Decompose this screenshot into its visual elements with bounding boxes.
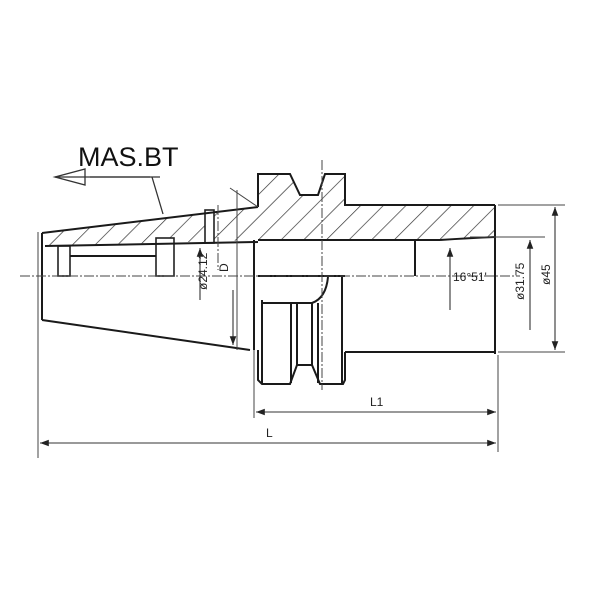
centerlines (20, 160, 520, 390)
bore-diameter-label: ø24.12 (196, 252, 210, 290)
shank-diameter-label: D (217, 263, 231, 272)
outer-diameter-label: ø45 (539, 264, 553, 285)
title-leader-arrow (52, 168, 164, 215)
upper-hatched-section (45, 174, 495, 246)
inner-diameter-label: ø31.75 (513, 262, 527, 300)
dimension-lines (40, 207, 559, 447)
holder-outline (41, 173, 496, 385)
length-l-label: L (266, 426, 273, 440)
taper-angle-label: 16°51' (453, 270, 487, 284)
drawing-title: MAS.BT (78, 142, 179, 172)
length-l1-label: L1 (370, 395, 384, 409)
extension-lines (37, 187, 565, 458)
